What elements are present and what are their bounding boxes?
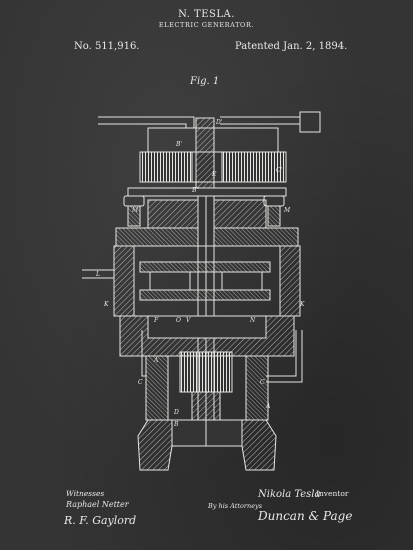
witness-signature-1: Raphael Netter [66, 500, 129, 509]
lower-housing [119, 315, 303, 421]
piston-chamber [82, 245, 301, 317]
patent-date: Patented Jan. 2, 1894. [235, 41, 348, 52]
attorneys-label: By his Attorneys [208, 502, 263, 510]
oil-cups [123, 195, 285, 227]
witness-signature-2: R. F. Gaylord [64, 514, 137, 527]
part-label-a2: A [265, 403, 271, 410]
patent-number: No. 511,916. [74, 41, 140, 52]
part-label-e: E [211, 171, 217, 178]
part-label-m2: M [283, 207, 291, 214]
part-label-k1: K [103, 301, 109, 308]
part-label-k2: K [299, 301, 305, 308]
part-label-b3: B [173, 421, 179, 428]
witnesses-label: Witnesses [66, 489, 105, 498]
inventor-name: N. TESLA. [178, 9, 235, 20]
part-label-m1: M [131, 207, 139, 214]
part-label-f: F [153, 317, 159, 324]
supply-wires [98, 111, 321, 133]
part-label-c2: C [138, 379, 143, 386]
attorneys-signature: Duncan & Page [258, 509, 353, 523]
part-label-n: N [249, 317, 256, 324]
inventor-signature: Nikola Tesla [258, 489, 321, 500]
inventor-label: Inventor [316, 489, 349, 498]
part-label-c3: C [260, 379, 265, 386]
invention-title: ELECTRIC GENERATOR. [158, 21, 255, 29]
part-label-l: L [95, 271, 100, 278]
base-pedestal [137, 419, 277, 471]
part-label-d2: D [173, 409, 179, 416]
part-label-v: V [186, 317, 191, 324]
part-label-d1: D' [215, 119, 223, 126]
figure-label: Fig. 1 [190, 76, 220, 87]
part-label-c1: C' [276, 167, 283, 174]
part-label-o: O [176, 317, 181, 324]
part-label-b2: B'' [191, 187, 200, 194]
part-label-b1: B' [175, 141, 182, 148]
magnet-frame [127, 117, 287, 197]
part-label-a1: A [153, 357, 159, 364]
